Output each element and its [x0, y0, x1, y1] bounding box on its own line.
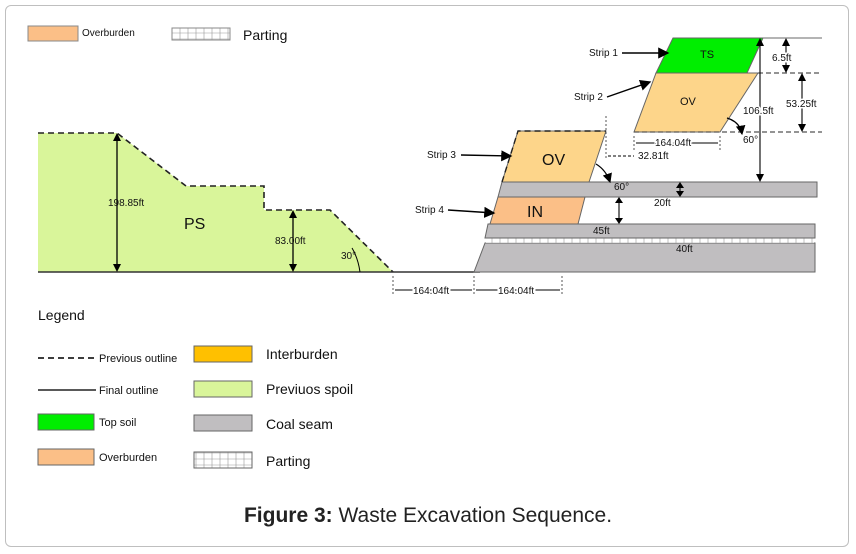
strip4-label: Strip 4 [415, 205, 444, 216]
legend-parting-swatch [193, 451, 253, 469]
dim-45-arrows [615, 197, 623, 224]
legend-previous-spoil-label: Previuos spoil [266, 381, 353, 397]
dim-164a-label: 164.04ft [413, 286, 449, 297]
strip2-label: Strip 2 [574, 92, 603, 103]
legend-previous-spoil-swatch [193, 380, 253, 398]
ts-label: TS [700, 49, 714, 61]
dim-164b-label: 164.04ft [498, 286, 534, 297]
coal-seam-middle [484, 223, 816, 239]
strip3-label: Strip 3 [427, 150, 456, 161]
strip1-topsoil [655, 37, 764, 74]
strip2-overburden [633, 72, 759, 133]
caption-text: Waste Excavation Sequence. [338, 504, 613, 527]
dim-20-label: 20ft [654, 198, 671, 209]
dim-164c-label: 164.04ft [655, 138, 691, 149]
strip4-arrow [447, 206, 496, 218]
dim-198-label: 198.85ft [108, 198, 144, 209]
legend-overburden-label: Overburden [99, 452, 157, 464]
dim-40-label: 40ft [676, 244, 693, 255]
strip3-previous-outline [501, 130, 606, 183]
coal-seam-upper [497, 181, 818, 198]
coal-seam-bottom [473, 242, 816, 273]
legend-top-soil-swatch [37, 413, 95, 431]
strip2-arrow [606, 79, 652, 98]
previous-spoil-area [38, 133, 393, 272]
angle-30-arc [351, 247, 361, 273]
caption-label: Figure 3: [243, 504, 333, 527]
top-parting-label: Parting [243, 27, 287, 43]
legend-coal-seam-swatch [193, 414, 253, 432]
dim-65-arrows [782, 38, 790, 73]
legend-previous-outline-label: Previous outline [99, 353, 177, 365]
angle-60b-label: 60° [743, 135, 758, 146]
legend-interburden-label: Interburden [266, 346, 338, 362]
dim-83-label: 83.00ft [275, 236, 306, 247]
top-overburden-swatch [27, 25, 79, 42]
ov-mid-label: OV [542, 152, 565, 169]
angle-60b-arc [726, 117, 746, 136]
ov-top-label: OV [680, 96, 697, 108]
strip3-arrow [460, 150, 513, 162]
legend-coal-seam-label: Coal seam [266, 416, 333, 432]
legend-parting-label: Parting [266, 453, 310, 469]
parting-layer [486, 238, 814, 243]
top-parting-swatch [171, 27, 231, 41]
angle-60a-arc [595, 163, 612, 184]
legend-overburden-swatch [37, 448, 95, 466]
figure-caption: Figure 3: Waste Excavation Sequence. [0, 504, 856, 528]
spoil-previous-outline [38, 132, 394, 273]
dim-1065-label: 106.5ft [743, 106, 774, 117]
dim-20-arrows [676, 182, 684, 197]
dim-45-label: 45ft [593, 226, 610, 237]
legend-top-soil-label: Top soil [99, 417, 136, 429]
angle-60a-label: 60° [614, 182, 629, 193]
dim-3281-label: 32.81ft [638, 151, 669, 162]
strip1-label: Strip 1 [589, 48, 618, 59]
top-overburden-label: Overburden [82, 28, 135, 39]
ps-label: PS [184, 216, 205, 233]
in-label: IN [527, 204, 543, 221]
dim-65-label: 6.5ft [772, 53, 792, 64]
legend-title: Legend [38, 307, 85, 323]
dim-5325-label: 53.25ft [786, 99, 817, 110]
legend-interburden-swatch [193, 345, 253, 363]
legend-final-outline-label: Final outline [99, 385, 158, 397]
angle-30-label: 30° [341, 251, 356, 262]
